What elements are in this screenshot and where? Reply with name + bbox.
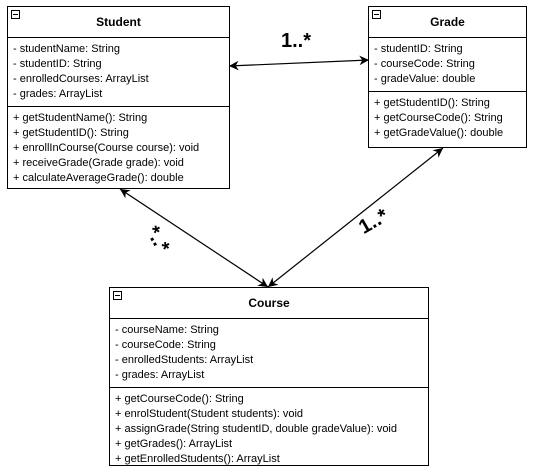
method: + getStudentName(): String xyxy=(13,112,148,124)
attribute: - enrolledStudents: ArrayList xyxy=(115,354,254,366)
collapse-icon[interactable] xyxy=(113,291,122,300)
attribute: - grades: ArrayList xyxy=(13,88,103,100)
method: + getStudentID(): String xyxy=(374,97,490,109)
attribute: - studentName: String xyxy=(13,43,120,55)
student-grade-association[interactable] xyxy=(228,55,370,71)
attribute: - grades: ArrayList xyxy=(115,369,205,381)
method: + enrollInCourse(Course course): void xyxy=(13,142,200,154)
attribute: - courseCode: String xyxy=(374,58,475,70)
method: + getCourseCode(): String xyxy=(374,112,503,124)
grade-class-header: Grade xyxy=(369,7,526,38)
method: + getCourseCode(): String xyxy=(115,393,244,405)
course-class[interactable]: Course - courseName: String - courseCode… xyxy=(109,287,429,466)
collapse-icon[interactable] xyxy=(11,10,20,19)
course-class-header: Course xyxy=(110,288,428,319)
student-class[interactable]: Student - studentName: String - studentI… xyxy=(7,6,230,189)
grade-class-name: Grade xyxy=(430,15,465,29)
course-attributes: - courseName: String - courseCode: Strin… xyxy=(110,319,428,388)
grade-attributes: - studentID: String - courseCode: String… xyxy=(369,38,526,92)
course-class-name: Course xyxy=(248,296,290,310)
method: + getStudentID(): String xyxy=(13,127,129,139)
student-class-header: Student xyxy=(8,7,229,38)
student-attributes: - studentName: String - studentID: Strin… xyxy=(8,38,229,107)
attribute: - studentID: String xyxy=(374,43,463,55)
attribute: - enrolledCourses: ArrayList xyxy=(13,73,149,85)
method: + receiveGrade(Grade grade): void xyxy=(13,157,184,169)
attribute: - courseCode: String xyxy=(115,339,216,351)
method: + getGrades(): ArrayList xyxy=(115,438,233,450)
method: + calculateAverageGrade(): double xyxy=(13,172,184,184)
attribute: - courseName: String xyxy=(115,324,219,336)
grade-course-association[interactable] xyxy=(267,147,444,288)
method: + getGradeValue(): double xyxy=(374,127,504,139)
method: + assignGrade(String studentID, double g… xyxy=(115,423,397,435)
student-methods: + getStudentName(): String + getStudentI… xyxy=(8,107,229,190)
grade-methods: + getStudentID(): String + getCourseCode… xyxy=(369,92,526,145)
attribute: - studentID: String xyxy=(13,58,102,70)
student-grade-multiplicity: 1..* xyxy=(281,30,312,52)
method: + enrolStudent(Student students): void xyxy=(115,408,304,420)
student-course-association[interactable] xyxy=(119,188,269,288)
student-class-name: Student xyxy=(96,15,141,29)
attribute: - gradeValue: double xyxy=(374,73,476,85)
collapse-icon[interactable] xyxy=(372,10,381,19)
method: + getEnrolledStudents(): ArrayList xyxy=(115,453,280,465)
course-methods: + getCourseCode(): String + enrolStudent… xyxy=(110,388,428,471)
grade-class[interactable]: Grade - studentID: String - courseCode: … xyxy=(368,6,527,148)
